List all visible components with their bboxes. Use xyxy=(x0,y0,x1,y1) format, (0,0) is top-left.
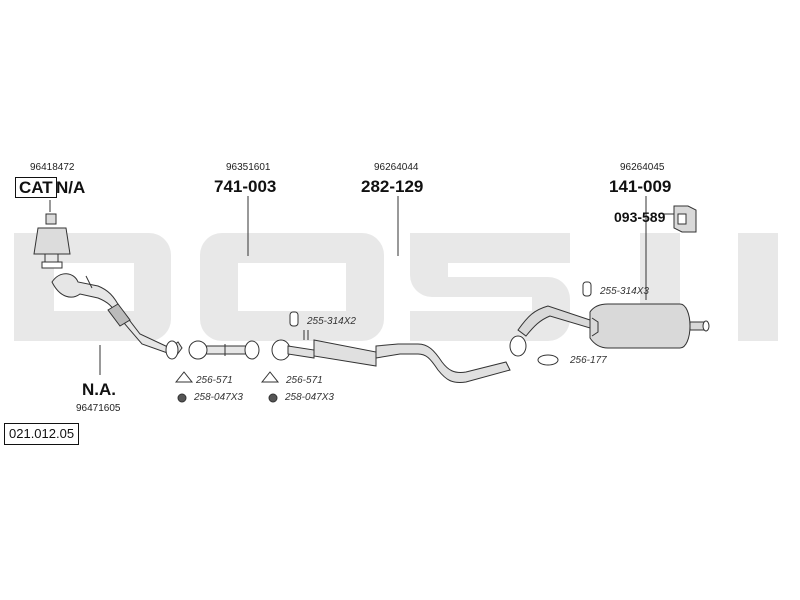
mounting-kit-part-number: 093-589 xyxy=(614,209,666,225)
cat-oem-number: 96418472 xyxy=(30,162,75,173)
accessory-nut-1: 258-047X3 xyxy=(194,392,243,403)
mounting-kit xyxy=(673,205,697,233)
rear-silencer-part-number: 141-009 xyxy=(609,177,672,196)
hanger-icon xyxy=(289,311,299,327)
gasket-icon xyxy=(537,354,559,366)
middle-silencer-oem-number: 96264044 xyxy=(374,162,419,173)
accessory-nut-2: 258-047X3 xyxy=(285,392,334,403)
front-pipe-oem-number: 96471605 xyxy=(76,403,121,414)
rear-silencer xyxy=(517,303,710,349)
middle-silencer-part-number: 282-129 xyxy=(361,177,424,196)
accessory-icons xyxy=(174,281,592,403)
center-pipe xyxy=(188,340,260,360)
catalytic-converter xyxy=(33,213,71,269)
middle-silencer xyxy=(271,330,527,383)
front-pipe-part-number: N.A. xyxy=(82,380,116,399)
diagram-code: 021.012.05 xyxy=(4,423,80,445)
center-pipe-part-number: 741-003 xyxy=(214,177,277,196)
rear-silencer-oem-number: 96264045 xyxy=(620,162,665,173)
gasket-icon xyxy=(260,371,280,383)
hanger-icon xyxy=(582,281,592,297)
front-pipe xyxy=(51,273,183,360)
nut-icon xyxy=(268,393,278,403)
accessory-gasket-2: 256-571 xyxy=(286,375,323,386)
accessory-gasket-1: 256-571 xyxy=(196,375,233,386)
accessory-gasket-3: 256-177 xyxy=(570,355,607,366)
accessory-hanger-2: 255-314X3 xyxy=(600,286,649,297)
cat-badge: CAT xyxy=(15,177,57,198)
center-pipe-oem-number: 96351601 xyxy=(226,162,271,173)
cat-part-number: N/A xyxy=(56,178,86,197)
nut-icon xyxy=(177,393,187,403)
gasket-icon xyxy=(174,371,194,383)
accessory-hanger-1: 255-314X2 xyxy=(307,316,356,327)
leader-lines xyxy=(49,196,675,375)
